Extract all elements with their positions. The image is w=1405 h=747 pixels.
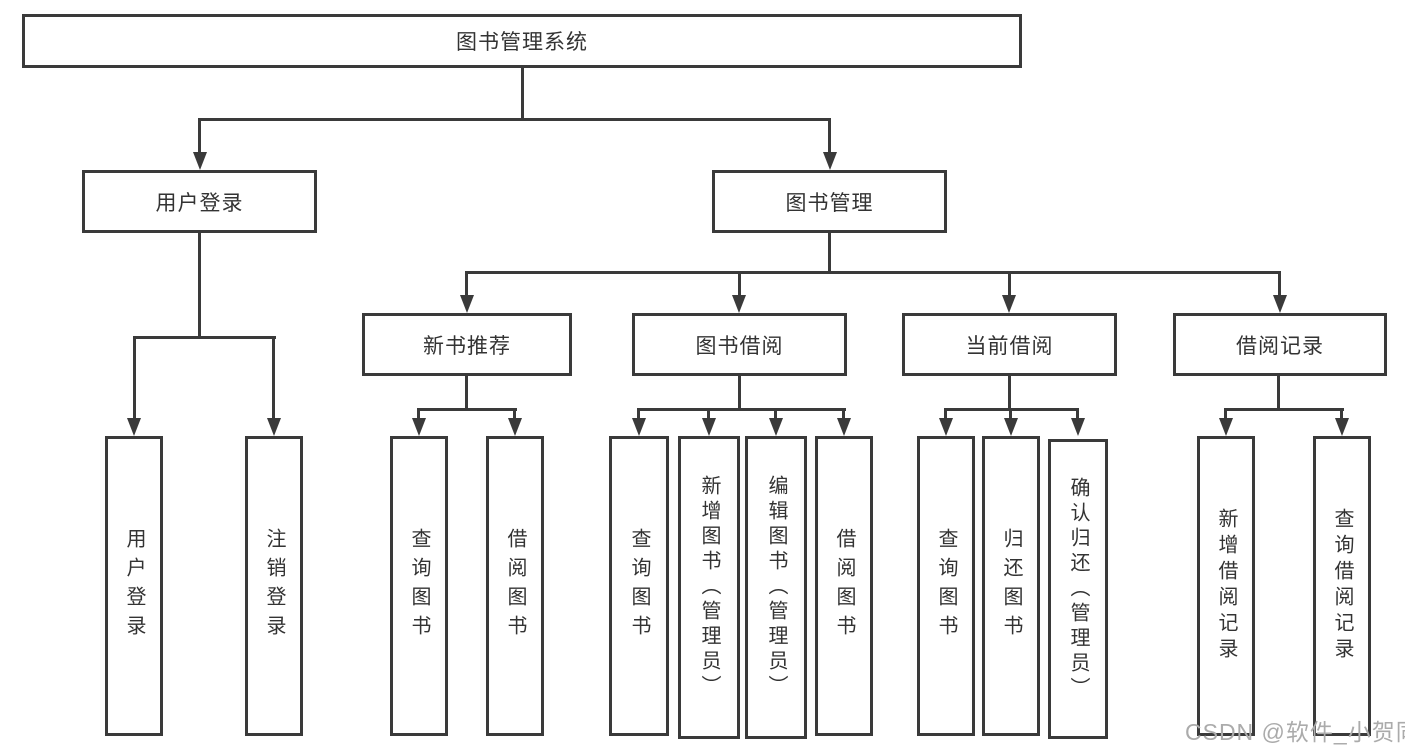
connector-bb-rail bbox=[637, 408, 846, 411]
connector-level2-rail bbox=[198, 118, 831, 121]
leaf-user-login: 用户登录 bbox=[105, 436, 163, 736]
node-library-management-system: 图书管理系统 bbox=[22, 14, 1022, 68]
arrow-bb-edit bbox=[769, 418, 783, 436]
arrow-bb-borrow bbox=[837, 418, 851, 436]
connector-rec-stem bbox=[465, 376, 468, 408]
arrow-user-login bbox=[193, 152, 207, 170]
arrow-cb-return bbox=[1004, 418, 1018, 436]
node-book-management: 图书管理 bbox=[712, 170, 947, 233]
connector-drop-book-mgmt bbox=[828, 118, 831, 154]
arrow-bb-query bbox=[632, 418, 646, 436]
leaf-br-add-record: 新增借阅记录 bbox=[1197, 436, 1255, 736]
connector-drop-new-book-rec bbox=[465, 271, 468, 297]
csdn-watermark: CSDN @软件_小贺同学 bbox=[1185, 713, 1405, 747]
connector-drop-user-login bbox=[198, 118, 201, 154]
arrow-cb-confirm bbox=[1071, 418, 1085, 436]
leaf-br-query-record: 查询借阅记录 bbox=[1313, 436, 1371, 736]
arrow-book-mgmt bbox=[823, 152, 837, 170]
csdn-watermark-text: CSDN @软件_小贺同 bbox=[1185, 719, 1405, 745]
arrow-rec-borrow bbox=[508, 418, 522, 436]
connector-book-mgmt-stem bbox=[828, 233, 831, 271]
connector-drop-logout bbox=[272, 336, 275, 420]
connector-drop-book-borrow bbox=[738, 271, 741, 297]
arrow-logout bbox=[267, 418, 281, 436]
arrow-br-query bbox=[1335, 418, 1349, 436]
connector-user-login-stem bbox=[198, 233, 201, 336]
leaf-logout: 注销登录 bbox=[245, 436, 303, 736]
connector-drop-bb-add bbox=[707, 408, 710, 422]
node-user-login: 用户登录 bbox=[82, 170, 317, 233]
connector-drop-cb-confirm bbox=[1076, 408, 1079, 422]
connector-drop-rec-query bbox=[417, 408, 420, 422]
leaf-bb-add-books-admin: 新增图书（管理员） bbox=[678, 436, 740, 739]
node-borrowing-records: 借阅记录 bbox=[1173, 313, 1387, 376]
arrow-cb-query bbox=[939, 418, 953, 436]
leaf-cb-query-books: 查询图书 bbox=[917, 436, 975, 736]
connector-drop-borrow-records bbox=[1278, 271, 1281, 297]
arrow-bb-add bbox=[702, 418, 716, 436]
arrow-current-borrow bbox=[1002, 295, 1016, 313]
node-new-book-recommend: 新书推荐 bbox=[362, 313, 572, 376]
arrow-br-add bbox=[1219, 418, 1233, 436]
connector-bb-stem bbox=[738, 376, 741, 408]
arrow-new-book-rec bbox=[460, 295, 474, 313]
connector-drop-bb-borrow bbox=[842, 408, 845, 422]
node-current-borrowing: 当前借阅 bbox=[902, 313, 1117, 376]
leaf-bb-query-books: 查询图书 bbox=[609, 436, 669, 736]
connector-drop-rec-borrow bbox=[513, 408, 516, 422]
leaf-bb-edit-books-admin: 编辑图书（管理员） bbox=[745, 436, 807, 739]
connector-br-stem bbox=[1277, 376, 1280, 408]
connector-drop-current-borrow bbox=[1008, 271, 1011, 297]
connector-drop-cb-query bbox=[944, 408, 947, 422]
node-book-borrowing: 图书借阅 bbox=[632, 313, 847, 376]
leaf-rec-query-books: 查询图书 bbox=[390, 436, 448, 736]
leaf-cb-confirm-return-admin: 确认归还（管理员） bbox=[1048, 439, 1108, 739]
connector-drop-user-login-leaf bbox=[133, 336, 136, 420]
connector-drop-br-add bbox=[1224, 408, 1227, 422]
connector-br-rail bbox=[1224, 408, 1344, 411]
connector-drop-bb-edit bbox=[774, 408, 777, 422]
leaf-bb-borrow-books: 借阅图书 bbox=[815, 436, 873, 736]
arrow-book-borrow bbox=[732, 295, 746, 313]
arrow-borrow-records bbox=[1273, 295, 1287, 313]
connector-drop-bb-query bbox=[637, 408, 640, 422]
connector-drop-cb-return bbox=[1009, 408, 1012, 422]
connector-cb-stem bbox=[1008, 376, 1011, 408]
leaf-cb-return-books: 归还图书 bbox=[982, 436, 1040, 736]
connector-drop-br-query bbox=[1340, 408, 1343, 422]
connector-root-stem bbox=[521, 68, 524, 118]
arrow-rec-query bbox=[412, 418, 426, 436]
connector-level3-rail bbox=[466, 271, 1280, 274]
connector-user-login-rail bbox=[133, 336, 276, 339]
leaf-rec-borrow-books: 借阅图书 bbox=[486, 436, 544, 736]
connector-rec-rail bbox=[418, 408, 517, 411]
arrow-user-login-leaf bbox=[127, 418, 141, 436]
